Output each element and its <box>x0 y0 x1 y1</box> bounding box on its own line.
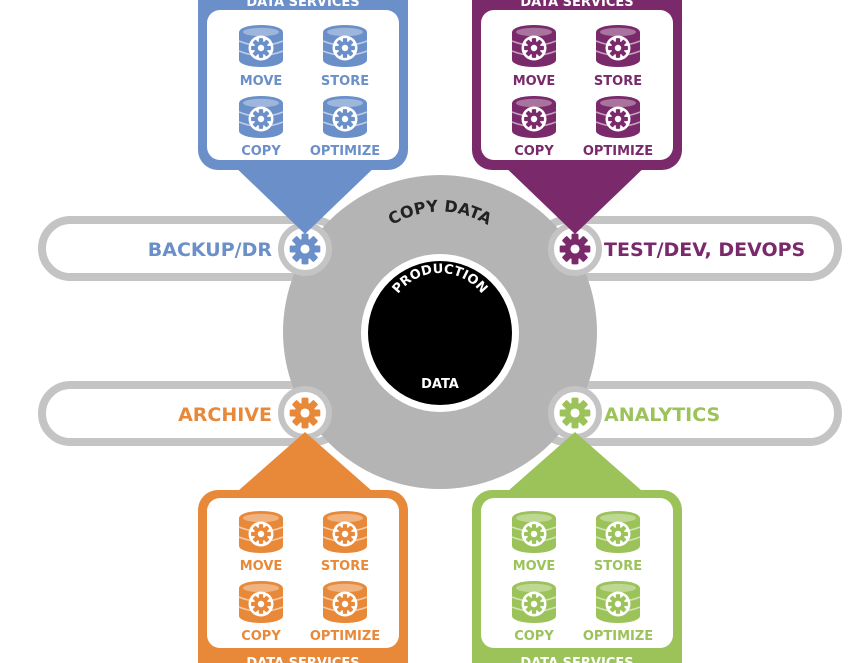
data-services-panel-orange: DATA SERVICES MOVE STORE COPY OPTIMIZE <box>198 432 408 663</box>
database-gear-icon <box>238 510 284 554</box>
gear-icon <box>289 233 321 265</box>
data-services-panel-blue: DATA SERVICES MOVE STORE COPY OPTIMIZE <box>198 0 408 234</box>
database-gear-icon <box>322 95 368 139</box>
database-gear-icon <box>595 95 641 139</box>
panel-title: DATA SERVICES <box>246 0 359 10</box>
service-label-optimize: OPTIMIZE <box>583 629 653 644</box>
database-gear-icon <box>238 95 284 139</box>
panel-title: DATA SERVICES <box>246 656 359 663</box>
service-label-optimize: OPTIMIZE <box>583 144 653 159</box>
pill-label-analytics: ANALYTICS <box>604 404 720 426</box>
gear-icon <box>559 397 591 429</box>
database-gear-icon <box>238 580 284 624</box>
service-label-copy: COPY <box>241 144 281 159</box>
pill-label-test-dev-devops: TEST/DEV, DEVOPS <box>604 239 805 261</box>
panel-title: DATA SERVICES <box>520 0 633 10</box>
service-label-move: MOVE <box>240 559 283 574</box>
service-label-move: MOVE <box>513 559 556 574</box>
core-bottom-label: DATA <box>421 377 459 392</box>
pill-label-archive: ARCHIVE <box>178 404 272 426</box>
database-gear-icon <box>322 510 368 554</box>
service-label-copy: COPY <box>514 144 554 159</box>
service-label-optimize: OPTIMIZE <box>310 629 380 644</box>
badge-analytics <box>548 386 602 440</box>
production-data-core: PRODUCTION DATA <box>361 254 519 412</box>
service-label-copy: COPY <box>241 629 281 644</box>
database-gear-icon <box>511 580 557 624</box>
service-label-store: STORE <box>594 74 642 89</box>
gear-icon <box>289 397 321 429</box>
service-label-store: STORE <box>594 559 642 574</box>
data-services-panel-purple: DATA SERVICES MOVE STORE COPY OPTIMIZE <box>472 0 682 234</box>
database-gear-icon <box>595 580 641 624</box>
database-gear-icon <box>511 510 557 554</box>
database-gear-icon <box>511 95 557 139</box>
database-gear-icon <box>595 510 641 554</box>
gear-icon <box>559 233 591 265</box>
pill-label-backup-dr: BACKUP/DR <box>148 239 273 261</box>
service-label-move: MOVE <box>513 74 556 89</box>
service-label-store: STORE <box>321 74 369 89</box>
service-label-optimize: OPTIMIZE <box>310 144 380 159</box>
data-services-panel-green: DATA SERVICES MOVE STORE COPY OPTIMIZE <box>472 432 682 663</box>
database-gear-icon <box>238 24 284 68</box>
database-gear-icon <box>511 24 557 68</box>
database-gear-icon <box>322 580 368 624</box>
pill-analytics: ANALYTICS <box>534 381 842 446</box>
pill-archive: ARCHIVE <box>38 381 346 446</box>
database-gear-icon <box>322 24 368 68</box>
database-gear-icon <box>595 24 641 68</box>
service-label-move: MOVE <box>240 74 283 89</box>
badge-archive <box>278 386 332 440</box>
service-label-store: STORE <box>321 559 369 574</box>
service-label-copy: COPY <box>514 629 554 644</box>
panel-title: DATA SERVICES <box>520 656 633 663</box>
